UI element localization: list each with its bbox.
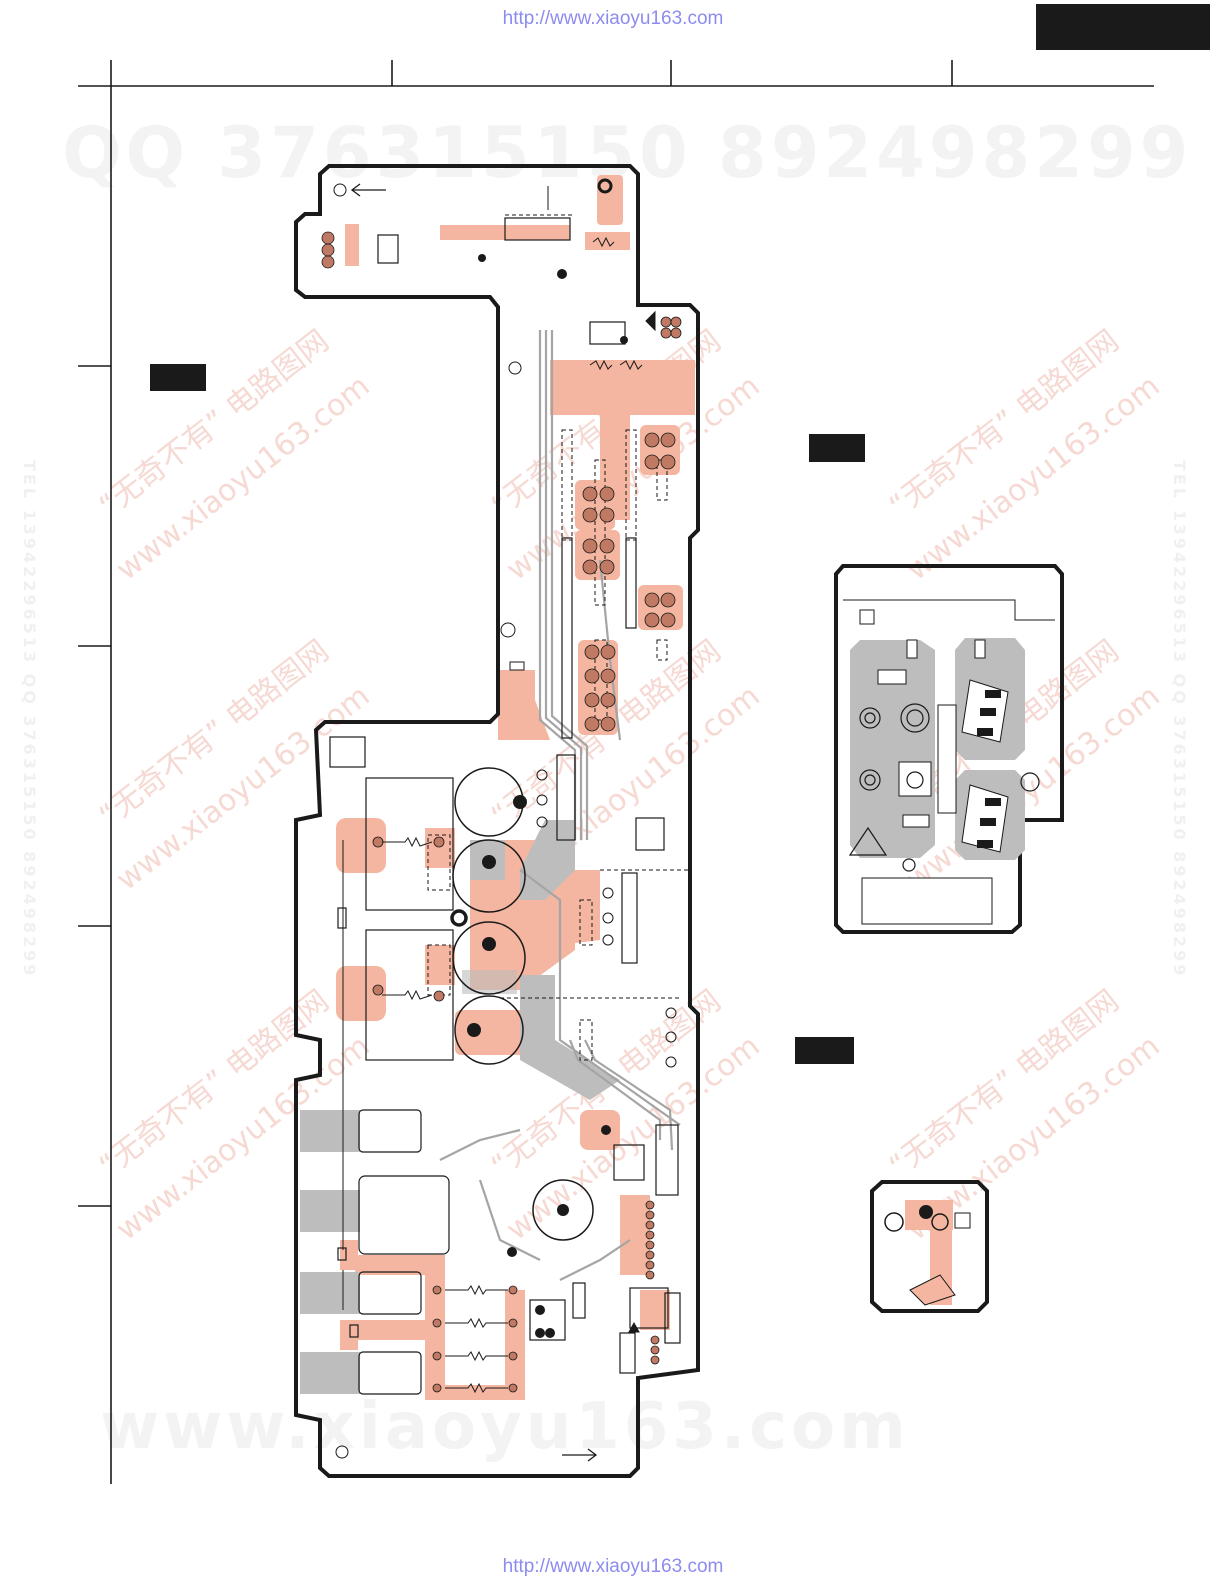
watermark-side-right: TEL 13942296513 QQ 376315150 892498299 — [1170, 460, 1189, 979]
url-top[interactable]: http://www.xiaoyu163.com — [502, 8, 724, 29]
inlet-board — [834, 564, 1064, 934]
watermark-side-left: TEL 13942296513 QQ 376315150 892498299 — [20, 460, 39, 979]
main-board — [294, 164, 700, 1478]
traces — [439, 330, 681, 1281]
watermark-qq: QQ 376315150 — [62, 112, 692, 194]
direction-arrows — [350, 183, 598, 1462]
switch-board — [870, 1180, 989, 1313]
vias — [467, 254, 628, 1338]
switch-board-outline — [870, 1180, 989, 1313]
capacitors — [452, 767, 594, 1241]
main-board-outline — [294, 164, 700, 1478]
watermark-qq-2: 892498299 — [718, 112, 1193, 194]
inlet-board-outline — [834, 564, 1064, 934]
url-bottom[interactable]: http://www.xiaoyu163.com — [502, 1556, 724, 1577]
page-tag-box — [1036, 4, 1210, 50]
board-label-box-2 — [809, 434, 865, 462]
component-outlines — [329, 217, 681, 1395]
mounting-holes — [333, 178, 677, 1459]
watermark-site-bottom: www.xiaoyu163.com — [100, 1390, 910, 1464]
jumper-lines — [342, 186, 656, 1333]
pads — [321, 231, 682, 1393]
copper-areas — [336, 175, 695, 1400]
board-label-box-3 — [795, 1037, 854, 1064]
board-label-box-1 — [150, 364, 206, 391]
resistors — [382, 236, 643, 1394]
page-frame — [78, 60, 1154, 1484]
